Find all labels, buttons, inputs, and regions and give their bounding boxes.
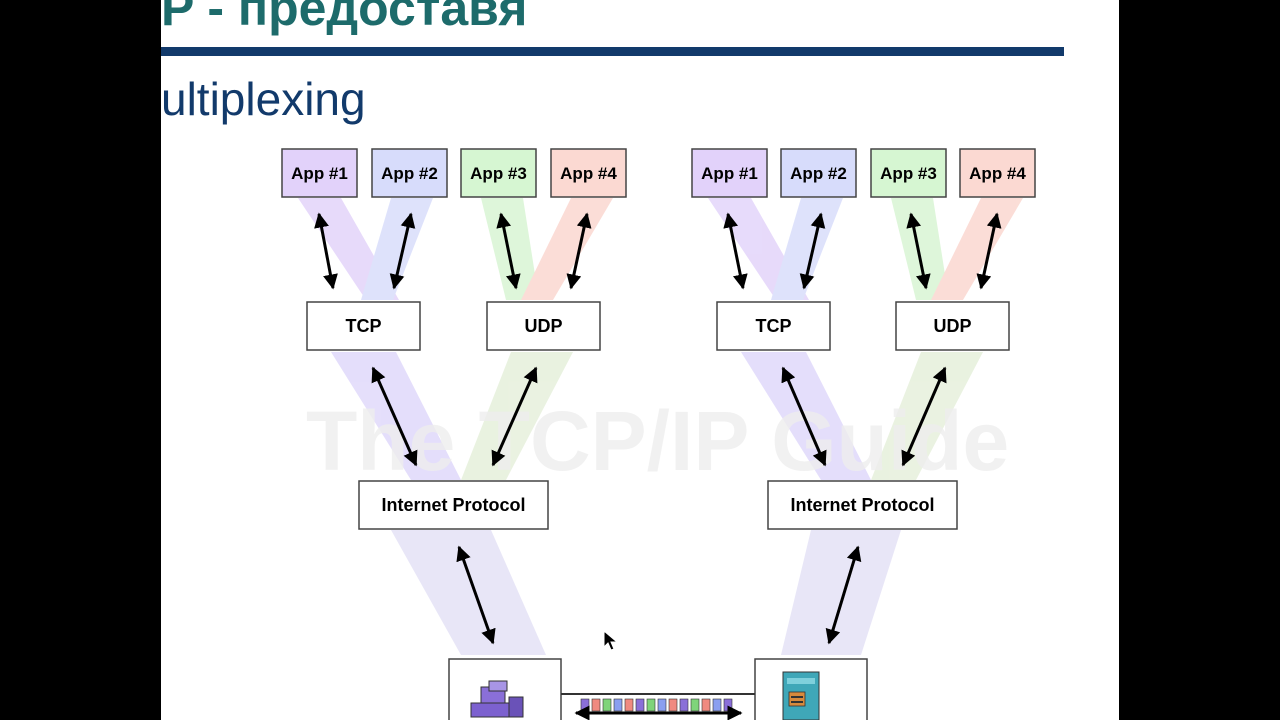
band-app4-host1 (521, 198, 613, 300)
packet-block (602, 698, 612, 712)
watermark: The TCP/IP Guide (306, 394, 1009, 488)
ip-box: Internet Protocol (767, 480, 958, 530)
packet-block (646, 698, 656, 712)
band-ip-host2 (781, 530, 901, 655)
ip-box: Internet Protocol (358, 480, 549, 530)
network-cable-icon (561, 693, 755, 720)
app-label: App #1 (701, 164, 758, 183)
udp-label: UDP (524, 316, 562, 336)
band-ip-host1 (391, 530, 546, 655)
packet-block (613, 698, 623, 712)
app-label: App #3 (470, 164, 527, 183)
app-box-1: App #1 (691, 148, 768, 198)
udp-label: UDP (933, 316, 971, 336)
app-box-3: App #3 (460, 148, 537, 198)
band-app2-host1 (361, 198, 433, 300)
app-label: App #2 (790, 164, 847, 183)
workstation-box (448, 658, 562, 720)
app-box-2: App #2 (371, 148, 448, 198)
server-icon (782, 671, 820, 720)
band-app4-host2 (931, 198, 1023, 300)
slide-title: P - предоставя (161, 0, 528, 36)
app-label: App #4 (969, 164, 1026, 183)
mouse-pointer-icon (603, 630, 619, 651)
host-2: App #1 App #2 App #3 App #4 TCP UDP (691, 148, 1036, 720)
packet-block (701, 698, 711, 712)
server-box (754, 658, 868, 720)
host-1: App #1 App #2 App #3 App #4 TCP UDP (281, 148, 627, 720)
packet-block (712, 698, 722, 712)
udp-box: UDP (486, 301, 601, 351)
app-label: App #2 (381, 164, 438, 183)
app-box-4: App #4 (959, 148, 1036, 198)
packet-block (624, 698, 634, 712)
workstation-icon (470, 680, 524, 718)
udp-box: UDP (895, 301, 1010, 351)
arrows (314, 212, 1002, 645)
tcp-label: TCP (346, 316, 382, 336)
slide: P - предоставя ultiplexing (161, 0, 1119, 720)
tcp-box: TCP (306, 301, 421, 351)
packet-block (690, 698, 700, 712)
tcp-box: TCP (716, 301, 831, 351)
packet-block (591, 698, 601, 712)
multiplexing-diagram: The TCP/IP Guide App #1 App #2 App #3 Ap… (281, 148, 1036, 720)
app-label: App #4 (560, 164, 617, 183)
app-label: App #3 (880, 164, 937, 183)
app-box-3: App #3 (870, 148, 947, 198)
ip-label: Internet Protocol (381, 495, 525, 515)
slide-subtitle: ultiplexing (161, 73, 366, 125)
packet-block (635, 698, 645, 712)
packet-block (723, 698, 733, 712)
band-app2-host2 (771, 198, 843, 300)
app-label: App #1 (291, 164, 348, 183)
packet-block (668, 698, 678, 712)
app-box-4: App #4 (550, 148, 627, 198)
packet-block (657, 698, 667, 712)
packet-block (580, 698, 590, 712)
tcp-label: TCP (756, 316, 792, 336)
ip-label: Internet Protocol (790, 495, 934, 515)
app-box-2: App #2 (780, 148, 857, 198)
packet-block (679, 698, 689, 712)
app-box-1: App #1 (281, 148, 358, 198)
title-underline (161, 47, 1064, 56)
